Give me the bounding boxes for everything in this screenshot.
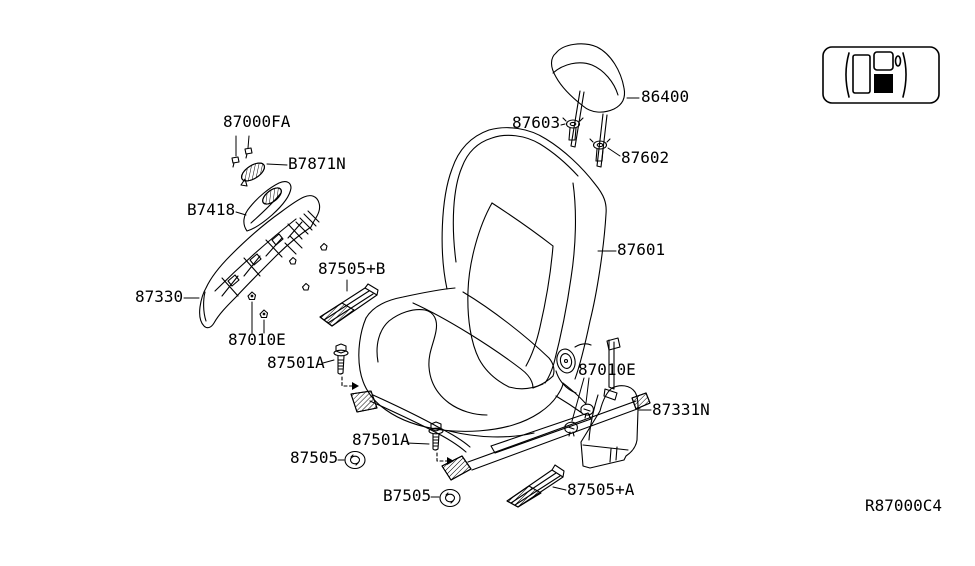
part-label-87000FA: 87000FA xyxy=(223,112,291,131)
part-label-87603: 87603 xyxy=(512,113,561,132)
car-front-right-seat-rect xyxy=(874,52,893,70)
car-rear-seat-rect xyxy=(853,55,870,93)
car-body-outline xyxy=(823,47,939,103)
dashed-arrowheads xyxy=(352,382,454,465)
part-label-87010E-left: 87010E xyxy=(228,330,286,349)
part-label-87505: 87505 xyxy=(290,448,339,467)
bezel-drawing xyxy=(239,159,268,186)
armrest-drawing xyxy=(244,182,291,231)
seat-cushion-drawing xyxy=(359,288,586,431)
headrest-holder-87603-drawing xyxy=(563,118,583,140)
rail-cover-87505A-drawing xyxy=(507,465,564,507)
leader-lines xyxy=(184,98,651,497)
bolt-87501A-lower-drawing xyxy=(429,422,443,450)
part-label-87601: 87601 xyxy=(617,240,666,259)
bolt-87501A-upper-drawing xyxy=(334,344,348,374)
car-position-inset xyxy=(823,47,939,103)
drawing-reference-code: R87000C4 xyxy=(865,496,943,515)
seat-back-drawing xyxy=(442,128,620,400)
part-label-B7505: B7505 xyxy=(383,486,432,505)
washer-B7505-drawing xyxy=(440,490,460,507)
part-label-87330: 87330 xyxy=(135,287,184,306)
washer-87505-drawing xyxy=(345,452,365,469)
part-label-86400: 86400 xyxy=(641,87,690,106)
rail-cover-87505B-drawing xyxy=(320,284,378,326)
part-label-87602: 87602 xyxy=(621,148,670,167)
part-label-87505A: 87505+A xyxy=(567,480,635,499)
clip-87000FA-drawings xyxy=(232,148,252,167)
headrest-holder-87602-drawing xyxy=(590,139,610,161)
side-frame-87330-drawing xyxy=(200,196,320,328)
part-label-87010E-right: 87010E xyxy=(578,360,636,379)
dashed-arrows xyxy=(342,377,447,461)
car-rear-window-line xyxy=(846,53,849,97)
car-front-left-seat-filled xyxy=(874,74,893,93)
part-label-87331N: 87331N xyxy=(652,400,710,419)
part-label-B7871N: B7871N xyxy=(288,154,346,173)
clip-87010E-right-drawings xyxy=(565,404,593,436)
part-label-B7418: B7418 xyxy=(187,200,236,219)
headrest-posts xyxy=(571,91,607,167)
part-label-87505B: 87505+B xyxy=(318,259,386,278)
finisher-87331N-drawing xyxy=(581,386,638,468)
part-label-87501A-upper: 87501A xyxy=(267,353,325,372)
car-windshield-line xyxy=(903,53,906,97)
headrest-drawing xyxy=(552,44,625,167)
clip-87010E-left-drawings xyxy=(248,244,327,318)
car-steering-wheel-oval xyxy=(896,56,901,66)
part-label-87501A-lower: 87501A xyxy=(352,430,410,449)
